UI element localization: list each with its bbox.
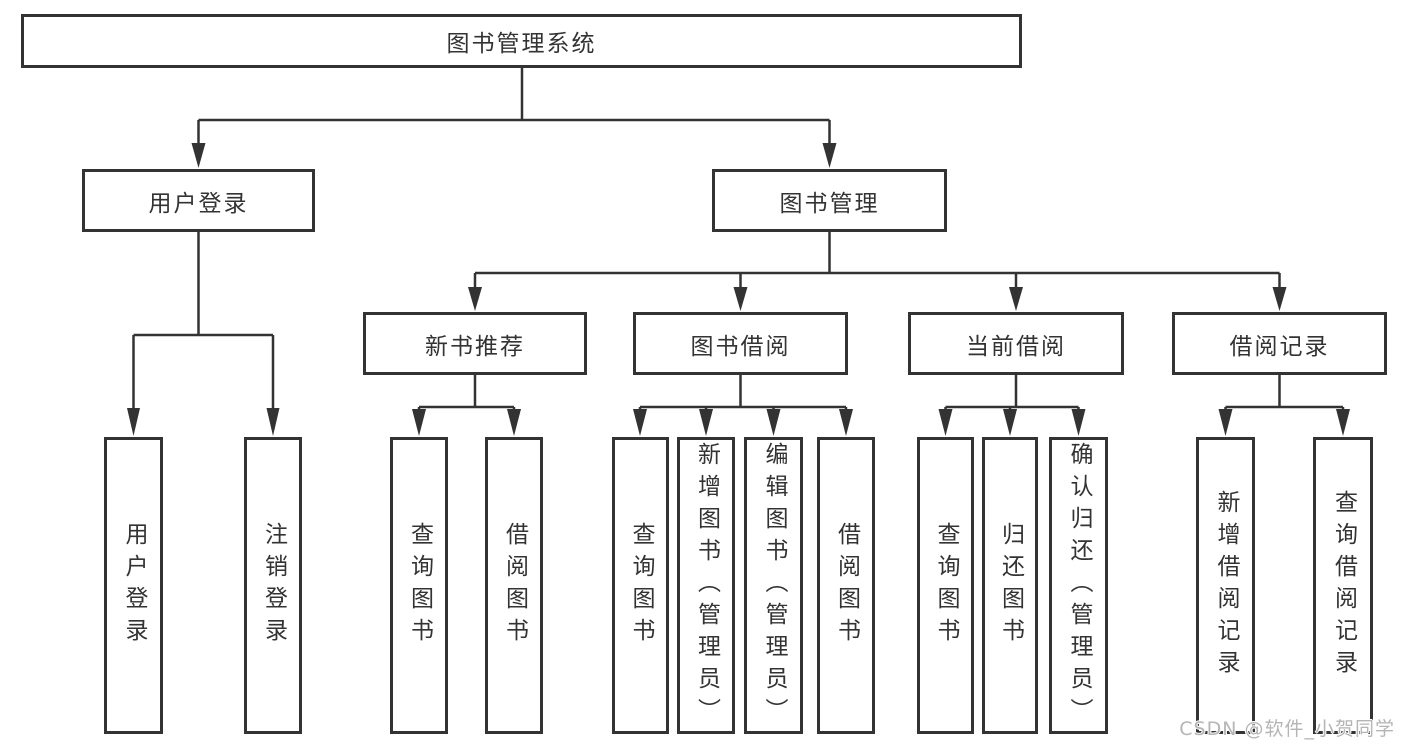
- connector-book-borrow-to-leaves: [633, 375, 853, 436]
- leaf-borrow-books: 借阅图书: [817, 437, 875, 734]
- leaf-confirm-return-admin: 确认归还（管理员）: [1049, 437, 1108, 734]
- node-new-book-recommend: 新书推荐: [363, 312, 587, 375]
- connector-current-borrow-to-leaves: [938, 375, 1086, 436]
- node-current-borrow: 当前借阅: [908, 312, 1124, 375]
- leaf-add-books-admin: 新增图书（管理员）: [677, 437, 735, 734]
- leaf-query-books-borrow: 查询图书: [612, 437, 669, 734]
- leaf-query-borrow-record: 查询借阅记录: [1313, 437, 1373, 734]
- leaf-query-books-recommend: 查询图书: [390, 437, 448, 734]
- connector-user-login-to-leaves: [127, 232, 280, 436]
- connector-borrow-record-to-leaves: [1218, 375, 1350, 436]
- leaf-add-borrow-record: 新增借阅记录: [1196, 437, 1255, 734]
- node-user-login: 用户登录: [82, 169, 315, 232]
- connector-root-to-level2: [191, 68, 837, 168]
- connector-new-book-to-leaves: [412, 375, 521, 436]
- leaf-query-books-current: 查询图书: [917, 437, 974, 734]
- node-book-borrow: 图书借阅: [633, 312, 848, 375]
- node-borrow-record: 借阅记录: [1172, 312, 1387, 375]
- leaf-edit-books-admin: 编辑图书（管理员）: [744, 437, 803, 734]
- leaf-user-login: 用户登录: [104, 437, 163, 734]
- node-library-management-system: 图书管理系统: [21, 14, 1022, 68]
- node-book-management: 图书管理: [712, 169, 947, 232]
- leaf-logout-login: 注销登录: [244, 437, 302, 734]
- connector-book-management-to-level3: [468, 232, 1287, 311]
- leaf-return-books: 归还图书: [982, 437, 1038, 734]
- watermark: CSDN @软件_小贺同学: [1179, 718, 1395, 740]
- leaf-borrow-books-recommend: 借阅图书: [485, 437, 543, 734]
